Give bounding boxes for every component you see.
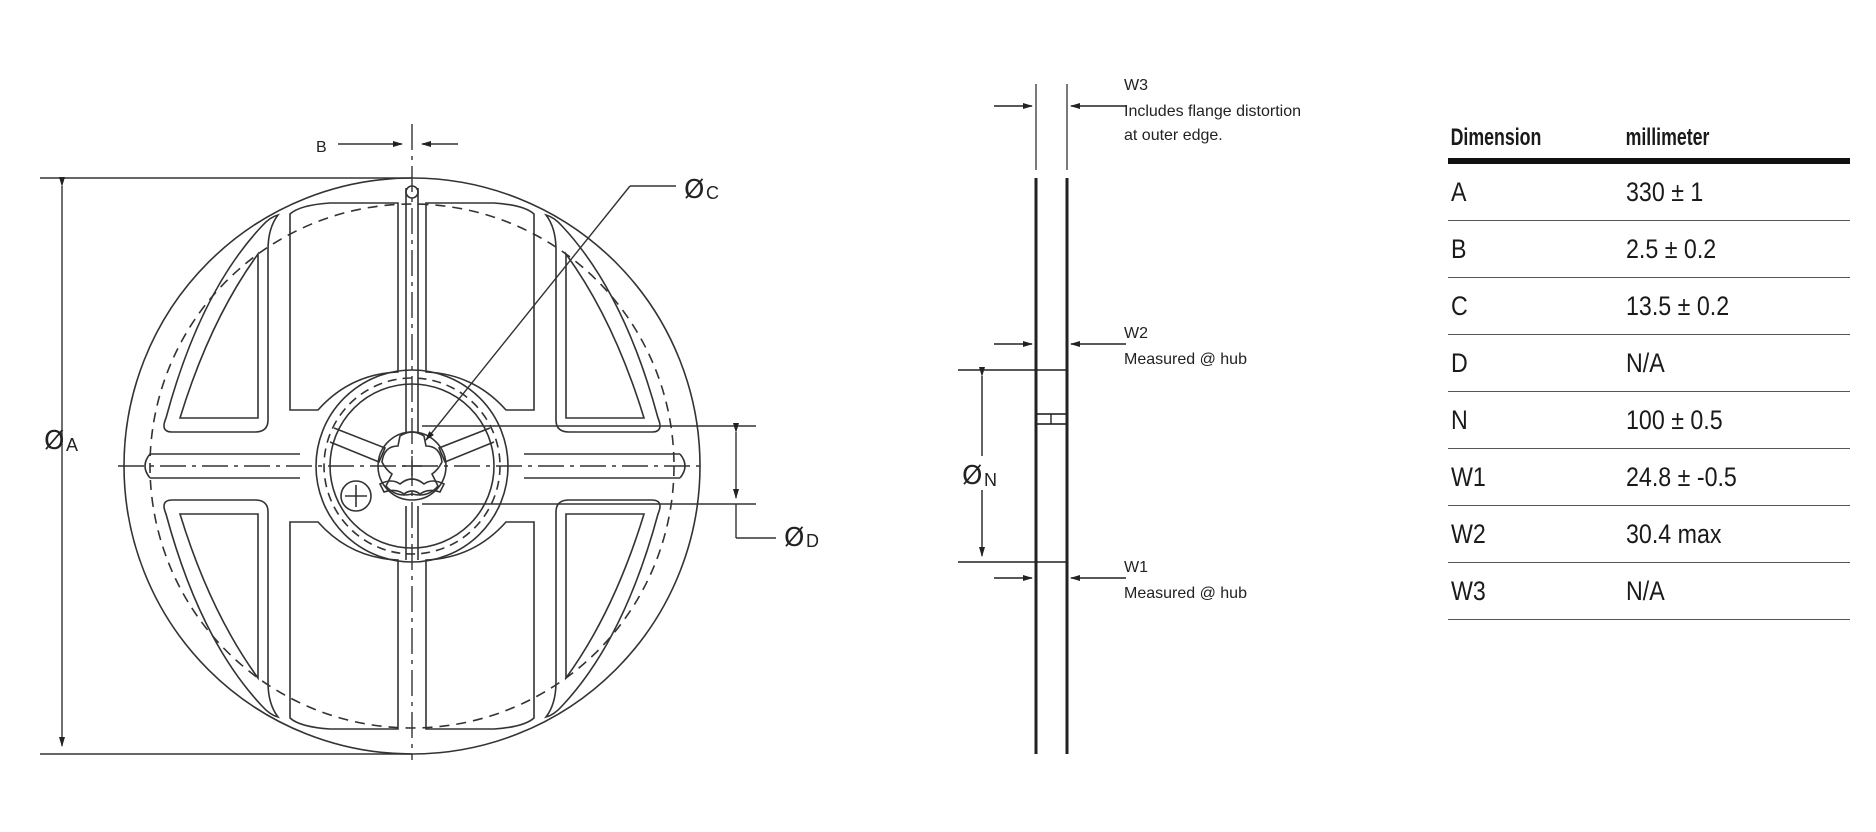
window-top-left xyxy=(163,213,281,433)
dimension-cell: N xyxy=(1448,391,1623,449)
dimension-cell: C xyxy=(1448,277,1623,335)
w3-note-line1: Includes flange distortion xyxy=(1124,103,1301,120)
w1-label: W1 xyxy=(1124,559,1148,576)
window-upper-left xyxy=(289,202,399,411)
w3-note-line2: at outer edge. xyxy=(1124,127,1223,144)
dimension-d xyxy=(422,423,776,539)
dimension-table: Dimension millimeter A 330 ± 1 B 2.5 ± 0… xyxy=(1448,118,1850,620)
front-centerlines xyxy=(118,124,706,760)
arbor-hole xyxy=(381,431,443,496)
diameter-a-symbol: Ø xyxy=(44,426,64,456)
label-c: C xyxy=(706,183,719,203)
value-cell: 100 ± 0.5 xyxy=(1623,391,1850,449)
spoke-horizontal xyxy=(144,453,686,479)
value-cell: 30.4 max xyxy=(1623,505,1850,563)
window-lower-left xyxy=(289,521,399,730)
window-top-right xyxy=(543,213,661,433)
diameter-n-symbol: Ø xyxy=(962,461,982,491)
value-cell: 24.8 ± -0.5 xyxy=(1623,448,1850,506)
hub-rib-right xyxy=(437,427,495,464)
table-row: D N/A xyxy=(1448,334,1850,392)
dimension-cell: W3 xyxy=(1448,562,1623,620)
reel-side-view xyxy=(1034,84,1069,754)
hub-rib-left xyxy=(329,427,387,464)
label-a: A xyxy=(66,435,78,455)
table-row: W1 24.8 ± -0.5 xyxy=(1448,448,1850,506)
window-lower-right xyxy=(425,521,535,730)
dimension-c-leader xyxy=(425,185,676,441)
table-row: N 100 ± 0.5 xyxy=(1448,391,1850,449)
table-row: A 330 ± 1 xyxy=(1448,161,1850,221)
diameter-c-symbol: Ø xyxy=(684,175,704,205)
value-cell: N/A xyxy=(1623,562,1850,620)
dimension-cell: D xyxy=(1448,334,1623,392)
window-bottom-left xyxy=(163,499,281,719)
window-upper-right xyxy=(425,202,535,411)
table-header-row: Dimension millimeter xyxy=(1448,118,1850,164)
table-row: B 2.5 ± 0.2 xyxy=(1448,220,1850,278)
table-row: W2 30.4 max xyxy=(1448,505,1850,563)
arbor-key xyxy=(378,478,446,495)
dimension-cell: W1 xyxy=(1448,448,1623,506)
window-bottom-right-inner xyxy=(565,513,646,681)
dimension-cell: W2 xyxy=(1448,505,1623,563)
label-b: B xyxy=(316,139,327,156)
drive-hole xyxy=(340,480,372,512)
w3-label: W3 xyxy=(1124,77,1148,94)
label-n: N xyxy=(984,470,997,490)
dimension-cell: B xyxy=(1448,220,1623,278)
table-row: C 13.5 ± 0.2 xyxy=(1448,277,1850,335)
dimension-cell: A xyxy=(1448,161,1623,221)
w2-note: Measured @ hub xyxy=(1124,351,1247,368)
value-cell: 330 ± 1 xyxy=(1623,161,1850,221)
header-dimension: Dimension xyxy=(1448,118,1599,164)
value-cell: 2.5 ± 0.2 xyxy=(1623,220,1850,278)
table-row: W3 N/A xyxy=(1448,562,1850,620)
header-millimeter: millimeter xyxy=(1623,118,1819,164)
diameter-d-symbol: Ø xyxy=(784,523,804,553)
window-top-left-inner xyxy=(178,251,259,419)
value-cell: N/A xyxy=(1623,334,1850,392)
window-top-right-inner xyxy=(565,251,646,419)
window-bottom-left-inner xyxy=(178,513,259,681)
label-d: D xyxy=(806,531,819,551)
dimension-a xyxy=(40,177,412,755)
w2-label: W2 xyxy=(1124,325,1148,342)
window-bottom-right xyxy=(543,499,661,719)
value-cell: 13.5 ± 0.2 xyxy=(1623,277,1850,335)
w1-note: Measured @ hub xyxy=(1124,585,1247,602)
